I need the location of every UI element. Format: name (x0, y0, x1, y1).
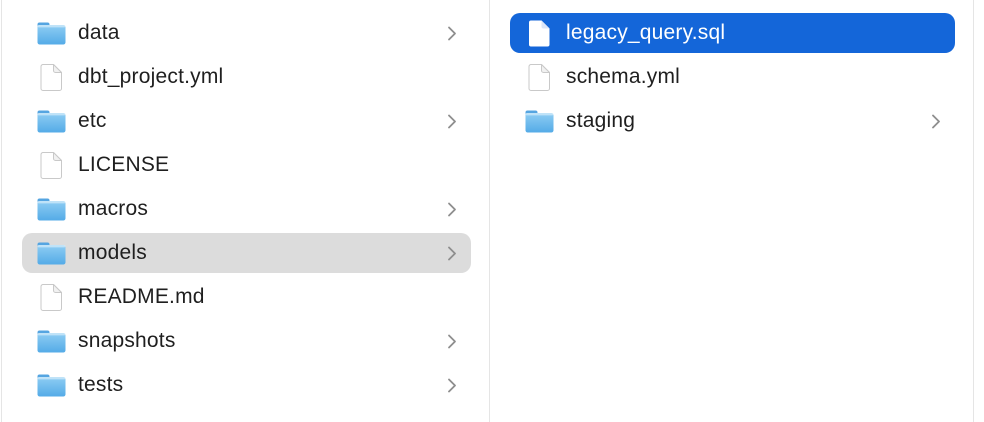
folder-row: models (2, 231, 489, 275)
list-item-dbt-project-yml[interactable]: dbt_project.yml (22, 57, 471, 97)
list-item-models[interactable]: models (22, 233, 471, 273)
empty-column-area (974, 0, 984, 422)
column-models-folder: legacy_query.sql schema.yml staging (490, 0, 974, 422)
list-item-macros[interactable]: macros (22, 189, 471, 229)
list-item-staging[interactable]: staging (510, 101, 955, 141)
folder-icon (524, 107, 554, 135)
chevron-right-icon (439, 25, 457, 42)
file-row: LICENSE (2, 143, 489, 187)
folder-icon (36, 19, 66, 47)
item-label: legacy_query.sql (566, 21, 726, 44)
chevron-right-icon (439, 113, 457, 130)
folder-row: macros (2, 187, 489, 231)
folder-row: staging (490, 99, 973, 143)
folder-icon (36, 239, 66, 267)
folder-icon (36, 371, 66, 399)
item-label: etc (78, 109, 107, 132)
item-label: staging (566, 109, 636, 132)
folder-icon (36, 107, 66, 135)
item-label: models (78, 241, 147, 264)
list-item-etc[interactable]: etc (22, 101, 471, 141)
item-label: data (78, 21, 120, 44)
item-label: snapshots (78, 329, 176, 352)
file-row: dbt_project.yml (2, 55, 489, 99)
chevron-right-icon (439, 245, 457, 262)
file-row: legacy_query.sql (490, 11, 973, 55)
item-label: README.md (78, 285, 205, 308)
item-label: schema.yml (566, 65, 681, 88)
item-label: tests (78, 373, 124, 396)
folder-row: tests (2, 363, 489, 407)
file-icon (36, 283, 66, 311)
chevron-right-icon (439, 201, 457, 218)
list-item-schema-yml[interactable]: schema.yml (510, 57, 955, 97)
list-item-legacy-query-sql[interactable]: legacy_query.sql (510, 13, 955, 53)
folder-icon (36, 327, 66, 355)
folder-row: snapshots (2, 319, 489, 363)
item-label: macros (78, 197, 149, 220)
list-item-readme-md[interactable]: README.md (22, 277, 471, 317)
file-row: README.md (2, 275, 489, 319)
file-icon (524, 19, 554, 47)
list-item-license[interactable]: LICENSE (22, 145, 471, 185)
item-label: LICENSE (78, 153, 170, 176)
folder-icon (36, 195, 66, 223)
file-icon (524, 63, 554, 91)
file-row: schema.yml (490, 55, 973, 99)
chevron-right-icon (439, 333, 457, 350)
chevron-right-icon (923, 113, 941, 130)
chevron-right-icon (439, 377, 457, 394)
file-icon (36, 63, 66, 91)
list-item-data[interactable]: data (22, 13, 471, 53)
folder-row: data (2, 11, 489, 55)
file-icon (36, 151, 66, 179)
list-item-tests[interactable]: tests (22, 365, 471, 405)
list-item-snapshots[interactable]: snapshots (22, 321, 471, 361)
folder-row: etc (2, 99, 489, 143)
item-label: dbt_project.yml (78, 65, 224, 88)
